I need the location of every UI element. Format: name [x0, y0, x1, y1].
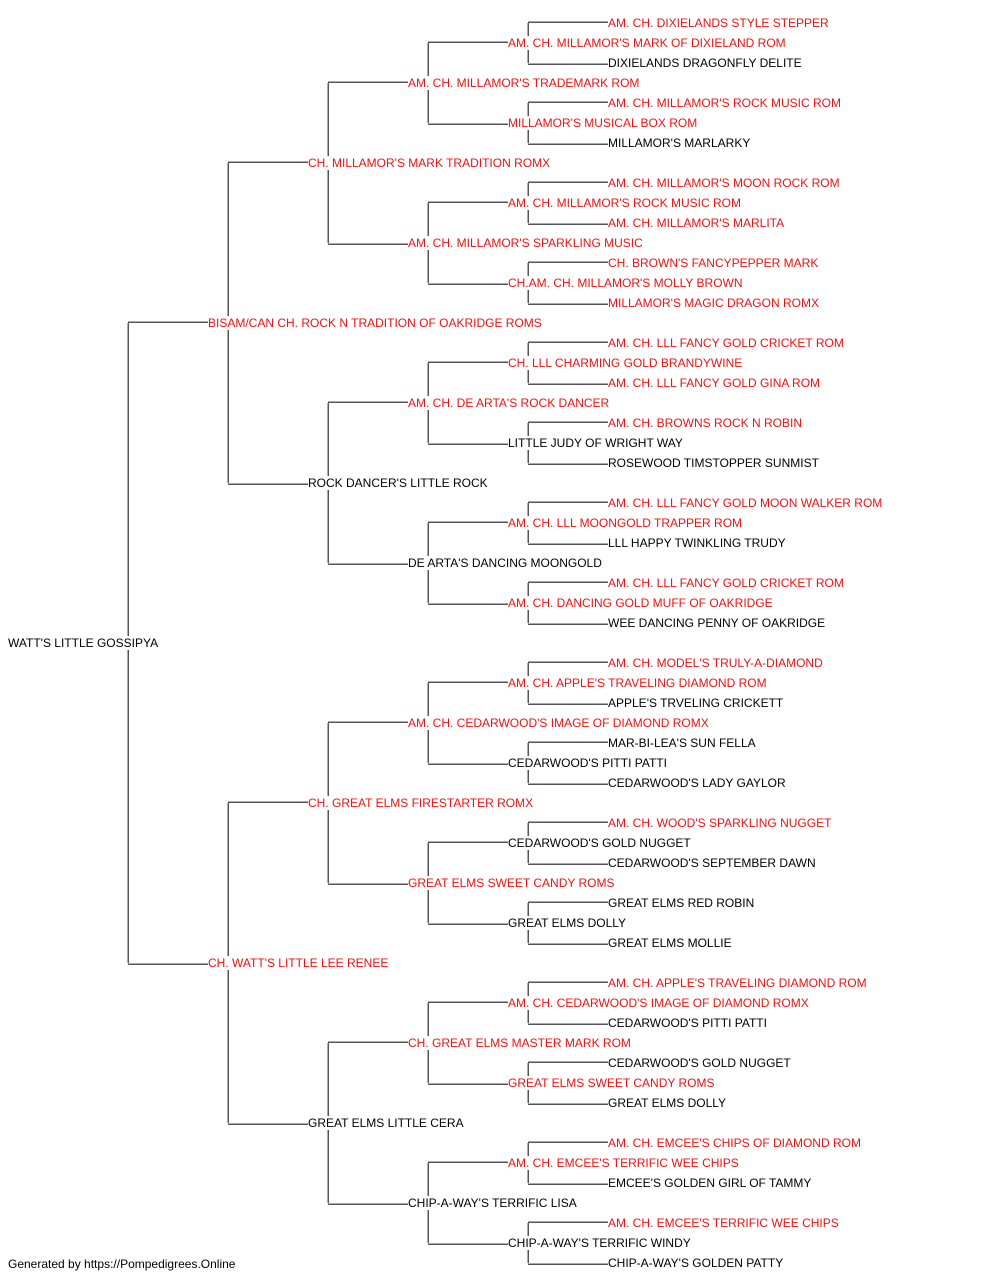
- ancestor-name: CH.AM. CH. MILLAMOR'S MOLLY BROWN: [508, 276, 745, 290]
- ancestor-name: MAR-BI-LEA'S SUN FELLA: [608, 736, 758, 750]
- ancestor-name: AM. CH. MILLAMOR'S MOON ROCK ROM: [608, 176, 842, 190]
- ancestor-name: CHIP-A-WAY'S TERRIFIC WINDY: [508, 1236, 693, 1250]
- ancestor-name: BISAM/CAN CH. ROCK N TRADITION OF OAKRID…: [208, 316, 544, 330]
- ancestor-name: AM. CH. LLL FANCY GOLD GINA ROM: [608, 376, 823, 390]
- ancestor-name: DE ARTA'S DANCING MOONGOLD: [408, 556, 604, 570]
- ancestor-name: CHIP-A-WAY'S TERRIFIC LISA: [408, 1196, 579, 1210]
- ancestor-name: AM. CH. EMCEE'S TERRIFIC WEE CHIPS: [608, 1216, 841, 1230]
- ancestor-name: AM. CH. MILLAMOR'S MARK OF DIXIELAND ROM: [508, 36, 788, 50]
- ancestor-name: MILLAMOR'S MUSICAL BOX ROM: [508, 116, 700, 130]
- ancestor-name: WEE DANCING PENNY OF OAKRIDGE: [608, 616, 828, 630]
- ancestor-name: GREAT ELMS SWEET CANDY ROMS: [508, 1076, 717, 1090]
- ancestor-name: AM. CH. CEDARWOOD'S IMAGE OF DIAMOND ROM…: [408, 716, 711, 730]
- ancestor-name: AM. CH. MILLAMOR'S ROCK MUSIC ROM: [508, 196, 743, 210]
- ancestor-name: CH. LLL CHARMING GOLD BRANDYWINE: [508, 356, 745, 370]
- ancestor-name: CH. GREAT ELMS MASTER MARK ROM: [408, 1036, 633, 1050]
- ancestor-name: AM. CH. LLL FANCY GOLD MOON WALKER ROM: [608, 496, 885, 510]
- ancestor-name: AM. CH. MILLAMOR'S SPARKLING MUSIC: [408, 236, 645, 250]
- ancestor-name: AM. CH. LLL FANCY GOLD CRICKET ROM: [608, 336, 846, 350]
- ancestor-name: CH. GREAT ELMS FIRESTARTER ROMX: [308, 796, 536, 810]
- ancestor-name: CH. WATT'S LITTLE LEE RENEE: [208, 956, 391, 970]
- ancestor-name: GREAT ELMS DOLLY: [608, 1096, 729, 1110]
- ancestor-name: AM. CH. DANCING GOLD MUFF OF OAKRIDGE: [508, 596, 775, 610]
- ancestor-name: CHIP-A-WAY'S GOLDEN PATTY: [608, 1256, 786, 1270]
- ancestor-name: ROCK DANCER'S LITTLE ROCK: [308, 476, 490, 490]
- ancestor-name: AM. CH. LLL MOONGOLD TRAPPER ROM: [508, 516, 745, 530]
- ancestor-name: AM. CH. MILLAMOR'S ROCK MUSIC ROM: [608, 96, 843, 110]
- ancestor-name: AM. CH. BROWNS ROCK N ROBIN: [608, 416, 805, 430]
- ancestor-name: GREAT ELMS SWEET CANDY ROMS: [408, 876, 617, 890]
- ancestor-name: AM. CH. APPLE'S TRAVELING DIAMOND ROM: [508, 676, 769, 690]
- ancestor-name: DIXIELANDS DRAGONFLY DELITE: [608, 56, 804, 70]
- ancestor-name: CEDARWOOD'S SEPTEMBER DAWN: [608, 856, 818, 870]
- ancestor-name: GREAT ELMS DOLLY: [508, 916, 629, 930]
- ancestor-name: CEDARWOOD'S GOLD NUGGET: [508, 836, 693, 850]
- subject-dog-name: WATT'S LITTLE GOSSIPYA: [8, 636, 161, 650]
- ancestor-name: EMCEE'S GOLDEN GIRL OF TAMMY: [608, 1176, 814, 1190]
- ancestor-name: AM. CH. MILLAMOR'S TRADEMARK ROM: [408, 76, 642, 90]
- footer-credit: Generated by https://Pompedigrees.Online: [8, 1257, 236, 1271]
- ancestor-name: CEDARWOOD'S GOLD NUGGET: [608, 1056, 793, 1070]
- ancestor-name: AM. CH. EMCEE'S CHIPS OF DIAMOND ROM: [608, 1136, 863, 1150]
- ancestor-name: ROSEWOOD TIMSTOPPER SUNMIST: [608, 456, 821, 470]
- ancestor-name: CEDARWOOD'S PITTI PATTI: [508, 756, 669, 770]
- ancestor-name: AM. CH. MILLAMOR'S MARLITA: [608, 216, 787, 230]
- ancestor-name: APPLE'S TRVELING CRICKETT: [608, 696, 786, 710]
- ancestor-name: AM. CH. LLL FANCY GOLD CRICKET ROM: [608, 576, 846, 590]
- ancestor-name: AM. CH. MODEL'S TRULY-A-DIAMOND: [608, 656, 825, 670]
- ancestor-name: AM. CH. CEDARWOOD'S IMAGE OF DIAMOND ROM…: [508, 996, 811, 1010]
- ancestor-name: LLL HAPPY TWINKLING TRUDY: [608, 536, 788, 550]
- ancestor-name: AM. CH. WOOD'S SPARKLING NUGGET: [608, 816, 834, 830]
- ancestor-name: LITTLE JUDY OF WRIGHT WAY: [508, 436, 685, 450]
- ancestor-name: AM. CH. DIXIELANDS STYLE STEPPER: [608, 16, 831, 30]
- ancestor-name: CH. BROWN'S FANCYPEPPER MARK: [608, 256, 821, 270]
- ancestor-name: GREAT ELMS LITTLE CERA: [308, 1116, 466, 1130]
- ancestor-name: MILLAMOR'S MAGIC DRAGON ROMX: [608, 296, 821, 310]
- ancestor-name: AM. CH. DE ARTA'S ROCK DANCER: [408, 396, 612, 410]
- ancestor-name: MILLAMOR'S MARLARKY: [608, 136, 753, 150]
- ancestor-name: GREAT ELMS RED ROBIN: [608, 896, 757, 910]
- ancestor-name: AM. CH. EMCEE'S TERRIFIC WEE CHIPS: [508, 1156, 741, 1170]
- ancestor-name: GREAT ELMS MOLLIE: [608, 936, 734, 950]
- ancestor-name: CEDARWOOD'S PITTI PATTI: [608, 1016, 769, 1030]
- ancestor-name: CEDARWOOD'S LADY GAYLOR: [608, 776, 788, 790]
- ancestor-name: CH. MILLAMOR'S MARK TRADITION ROMX: [308, 156, 553, 170]
- ancestor-name: AM. CH. APPLE'S TRAVELING DIAMOND ROM: [608, 976, 869, 990]
